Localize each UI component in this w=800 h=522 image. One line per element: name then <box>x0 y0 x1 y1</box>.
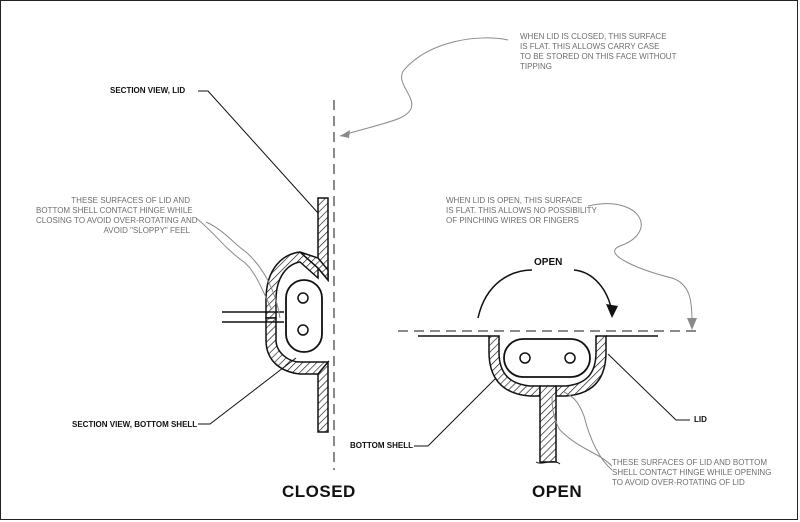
section-view-bottom-shell-label: SECTION VIEW, BOTTOM SHELL <box>72 420 198 429</box>
closed-title: CLOSED <box>282 482 356 501</box>
lid-open-note-line-3: OF PINCHING WIRES OR FINGERS <box>446 216 579 225</box>
section-view-lid-label: SECTION VIEW, LID <box>110 86 186 95</box>
lid-label: LID <box>694 415 707 424</box>
contact-opening-note: THESE SURFACES OF LID AND BOTTOM SHELL C… <box>612 458 771 488</box>
leader-bottom-shell <box>414 377 497 447</box>
closed-pin-top <box>297 292 309 304</box>
open-pin-right <box>564 352 576 364</box>
leader-closing-a <box>195 217 273 311</box>
contact-opening-note-line-2: SHELL CONTACT HINGE WHILE OPENING <box>612 468 772 477</box>
contact-opening-note-line-3: TO AVOID OVER-ROTATING OF LID <box>612 478 745 487</box>
lid-open-note: WHEN LID IS OPEN, THIS SURFACE IS FLAT. … <box>446 196 597 226</box>
lid-open-note-line-2: IS FLAT. THIS ALLOWS NO POSSIBILITY <box>446 206 597 215</box>
closed-pin-bottom <box>297 324 309 336</box>
leader-closing-b <box>205 221 281 319</box>
lid-closed-note-line-4: TIPPING <box>520 62 553 71</box>
contact-closing-note: THESE SURFACES OF LID AND BOTTOM SHELL C… <box>36 196 198 236</box>
open-view <box>398 269 700 471</box>
lid-closed-note: WHEN LID IS CLOSED, THIS SURFACE IS FLAT… <box>520 32 676 72</box>
lid-open-note-line-1: WHEN LID IS OPEN, THIS SURFACE <box>446 196 583 205</box>
lid-closed-note-line-2: IS FLAT. THIS ALLOWS CARRY CASE <box>520 42 660 51</box>
closed-shell-hinge <box>265 317 330 375</box>
leader-section-shell <box>198 357 297 425</box>
contact-closing-note-line-1: THESE SURFACES OF LID AND <box>71 196 190 205</box>
leader-section-lid <box>198 90 319 214</box>
leader-open-note <box>587 203 693 323</box>
closed-hinge-pin-block <box>285 279 323 353</box>
lid-closed-note-line-3: TO BE STORED ON THIS FACE WITHOUT <box>520 52 677 61</box>
leader-closed-note <box>339 37 509 137</box>
leader-opening-a <box>563 391 613 471</box>
contact-closing-note-line-3: CLOSING TO AVOID OVER-ROTATING AND <box>36 216 198 225</box>
contact-closing-note-line-4: AVOID "SLOPPY" FEEL <box>103 226 190 235</box>
open-hinge-pin-block <box>503 338 591 378</box>
lid-closed-note-line-1: WHEN LID IS CLOSED, THIS SURFACE <box>520 32 667 41</box>
leader-lid <box>607 353 690 421</box>
closed-view <box>195 90 335 470</box>
bottom-shell-label: BOTTOM SHELL <box>350 441 413 450</box>
contact-closing-note-line-2: BOTTOM SHELL CONTACT HINGE WHILE <box>36 206 193 215</box>
contact-opening-note-line-1: THESE SURFACES OF LID AND BOTTOM <box>612 458 767 467</box>
open-title: OPEN <box>532 482 583 501</box>
leader-opening-b <box>551 395 613 467</box>
open-pin-left <box>519 352 531 364</box>
open-shell-stem <box>539 385 557 463</box>
open-rotation-arrow <box>477 269 613 319</box>
open-arrow-label: OPEN <box>534 257 563 268</box>
